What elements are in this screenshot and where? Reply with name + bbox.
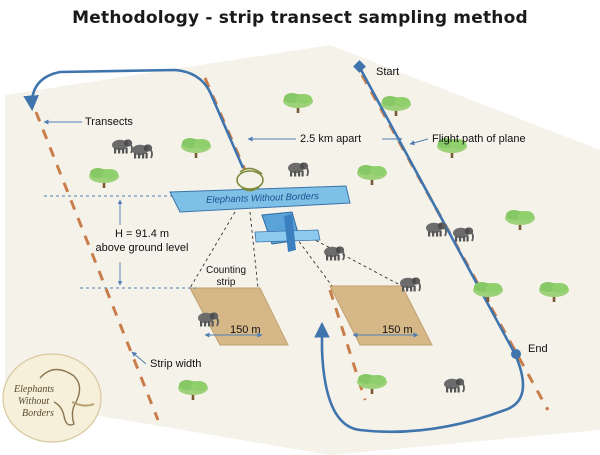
strip-right-width-label: 150 m <box>382 324 413 336</box>
logo <box>2 353 102 443</box>
logo-text-line3: Borders <box>22 408 54 419</box>
propeller-icon <box>236 167 264 192</box>
strip-width-label: Strip width <box>150 358 202 370</box>
end-label: End <box>528 343 548 355</box>
start-label: Start <box>376 66 400 78</box>
logo-elephant-icon <box>39 368 81 426</box>
transects-label: Transects <box>85 116 133 128</box>
end-marker <box>511 349 521 359</box>
diagram-title: Methodology - strip transect sampling me… <box>72 8 528 28</box>
flight-path-right <box>314 67 525 434</box>
start-marker <box>353 60 366 73</box>
view-lines <box>189 211 403 289</box>
height-label-line2: above ground level <box>95 242 189 254</box>
spacing-label: 2.5 km apart <box>300 133 362 145</box>
flight-path-left <box>23 68 245 169</box>
height-label-line1: H = 91.4 m <box>114 228 170 240</box>
strip-left-width-label: 150 m <box>230 324 261 336</box>
flight-path <box>23 67 525 434</box>
counting-strip-label-line2: strip <box>216 277 236 288</box>
logo-text-line1: Elephants <box>14 384 54 395</box>
counting-strip-right <box>329 285 433 346</box>
plane-icon <box>169 185 351 252</box>
logo-text-line2: Without <box>18 396 50 407</box>
flight-path-label: Flight path of plane <box>432 133 526 145</box>
label-arrows <box>43 119 429 365</box>
counting-strip-label-line1: Counting <box>205 265 247 276</box>
